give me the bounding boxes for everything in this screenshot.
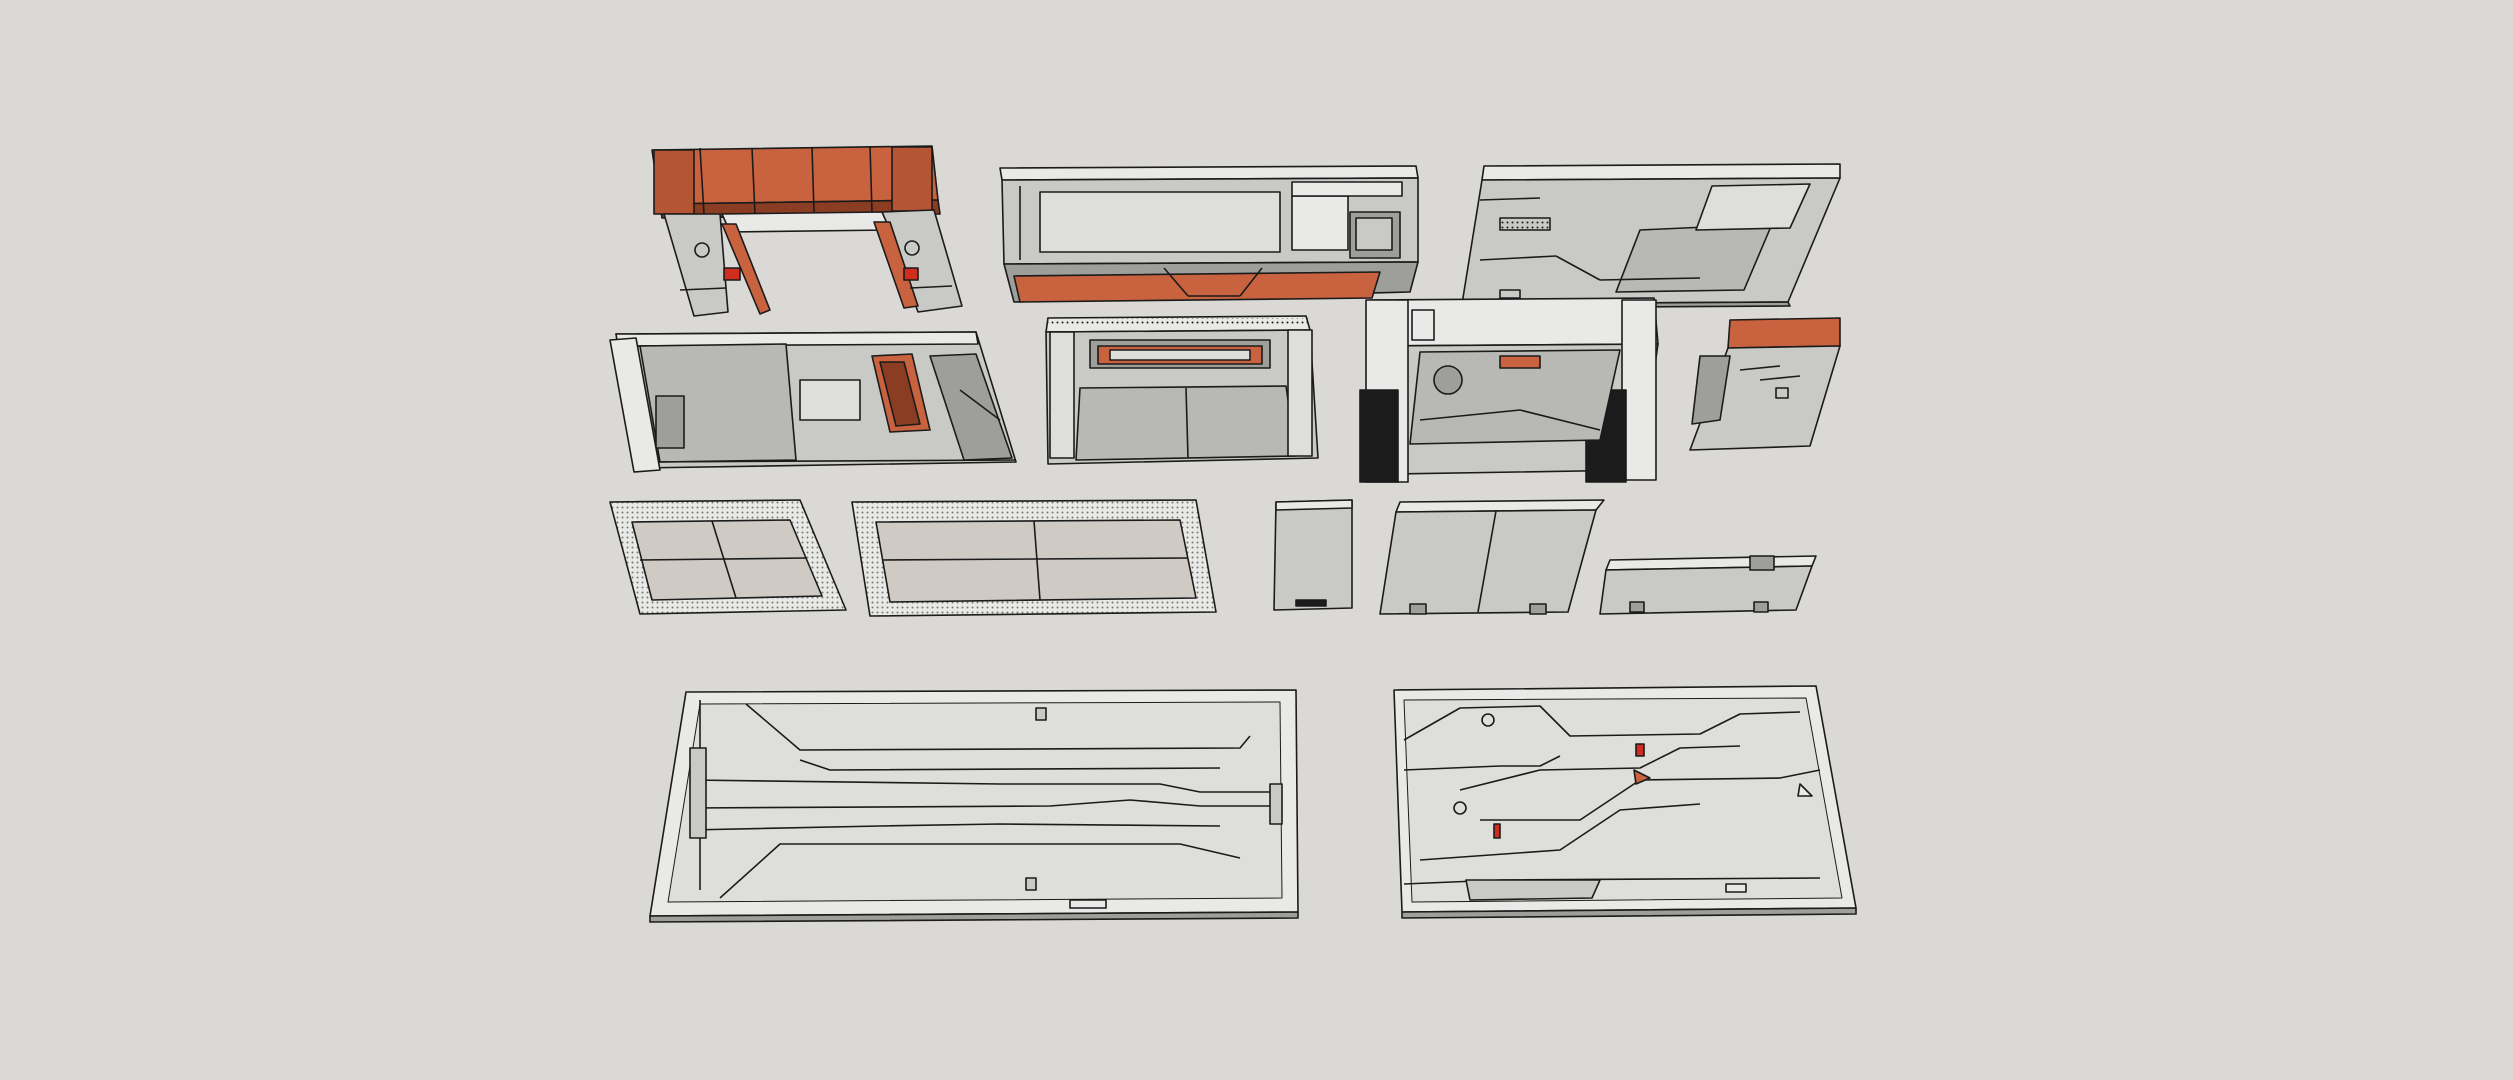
narrow-slab-model[interactable] xyxy=(1273,499,1353,611)
square-slab-model[interactable] xyxy=(1379,499,1605,615)
twin-pillar-gate-model[interactable] xyxy=(1359,297,1659,483)
wide-vent-wall-panel-model[interactable] xyxy=(999,165,1419,303)
circuit-floor-plate-left-model[interactable] xyxy=(649,689,1299,923)
rust-arch-frame-model[interactable] xyxy=(651,145,963,317)
hatch-door-panel-model[interactable] xyxy=(1045,315,1319,465)
rounded-window-frame-model[interactable] xyxy=(609,499,847,615)
circuit-floor-plate-right-model[interactable] xyxy=(1393,685,1857,919)
long-window-frame-model[interactable] xyxy=(851,499,1217,617)
control-console-panel-model[interactable] xyxy=(609,331,1017,473)
low-slab-model[interactable] xyxy=(1599,555,1817,615)
small-bracket-panel-model[interactable] xyxy=(1689,317,1841,451)
slanted-tech-wall-panel-model[interactable] xyxy=(1459,163,1841,309)
